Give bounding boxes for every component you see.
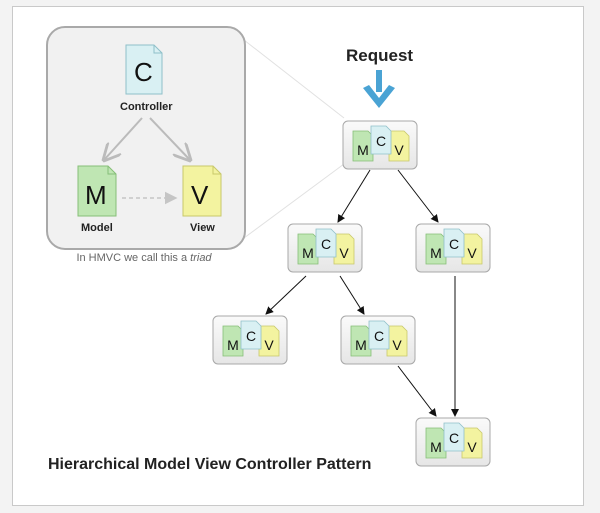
node-model-letter: M bbox=[357, 142, 369, 158]
node-controller-doc bbox=[315, 228, 337, 258]
node-model-letter: M bbox=[430, 245, 442, 261]
request-arrow bbox=[363, 70, 395, 108]
mvc-node-n1: MCV bbox=[287, 223, 363, 273]
mvc-node-n3: MCV bbox=[212, 315, 288, 365]
node-controller-doc bbox=[368, 320, 390, 350]
node-view-doc bbox=[258, 325, 280, 357]
arrow-root-to-n2 bbox=[397, 169, 439, 223]
arrow-root-to-n1 bbox=[337, 169, 371, 223]
diagram-title: Hierarchical Model View Controller Patte… bbox=[48, 456, 372, 473]
triad-model-label: Model bbox=[81, 222, 113, 234]
node-controller-letter: C bbox=[449, 430, 459, 446]
node-view-letter: V bbox=[264, 337, 274, 353]
node-controller-letter: C bbox=[246, 328, 256, 344]
triad-controller-label: Controller bbox=[120, 101, 173, 113]
request-label: Request bbox=[346, 46, 414, 65]
node-model-letter: M bbox=[227, 337, 239, 353]
controller-to-model-arrow bbox=[104, 117, 143, 160]
arrow-n4-to-n5 bbox=[397, 365, 437, 417]
arrow-n1-to-n4 bbox=[339, 275, 365, 315]
node-controller-letter: C bbox=[449, 236, 459, 252]
node-controller-doc bbox=[240, 320, 262, 350]
node-view-letter: V bbox=[467, 245, 477, 261]
node-view-letter: V bbox=[467, 439, 477, 455]
node-view-doc bbox=[333, 233, 355, 265]
node-controller-letter: C bbox=[376, 133, 386, 149]
node-view-doc bbox=[461, 233, 483, 265]
triad-model-doc bbox=[77, 165, 117, 217]
node-controller-doc bbox=[443, 422, 465, 452]
node-view-letter: V bbox=[392, 337, 402, 353]
node-controller-letter: C bbox=[321, 236, 331, 252]
node-model-letter: M bbox=[430, 439, 442, 455]
triad-caption-text: In HMVC we call this a bbox=[76, 252, 188, 264]
mvc-node-root: MCV bbox=[342, 120, 418, 170]
zoom-line-bottom bbox=[243, 163, 345, 239]
triad-controller-letter: C bbox=[134, 57, 153, 87]
triad-caption-emphasis: triad bbox=[190, 252, 212, 264]
controller-to-view-arrow bbox=[149, 117, 190, 160]
zoom-line-top bbox=[243, 39, 345, 119]
node-view-letter: V bbox=[394, 142, 404, 158]
node-view-letter: V bbox=[339, 245, 349, 261]
mvc-node-n2: MCV bbox=[415, 223, 491, 273]
arrow-n1-to-n3 bbox=[265, 275, 307, 315]
triad-controller-doc bbox=[125, 44, 163, 95]
node-controller-doc bbox=[370, 125, 392, 155]
node-model-letter: M bbox=[302, 245, 314, 261]
node-controller-letter: C bbox=[374, 328, 384, 344]
node-view-doc bbox=[461, 427, 483, 459]
triad-view-letter: V bbox=[191, 180, 209, 210]
triad-view-label: View bbox=[190, 222, 215, 234]
node-view-doc bbox=[388, 130, 410, 162]
triad-caption: In HMVC we call this a triad bbox=[46, 252, 242, 264]
node-view-doc bbox=[386, 325, 408, 357]
triad-view-doc bbox=[182, 165, 222, 217]
mvc-node-n4: MCV bbox=[340, 315, 416, 365]
triad-model-letter: M bbox=[85, 180, 107, 210]
node-controller-doc bbox=[443, 228, 465, 258]
mvc-node-n5: MCV bbox=[415, 417, 491, 467]
node-model-letter: M bbox=[355, 337, 367, 353]
